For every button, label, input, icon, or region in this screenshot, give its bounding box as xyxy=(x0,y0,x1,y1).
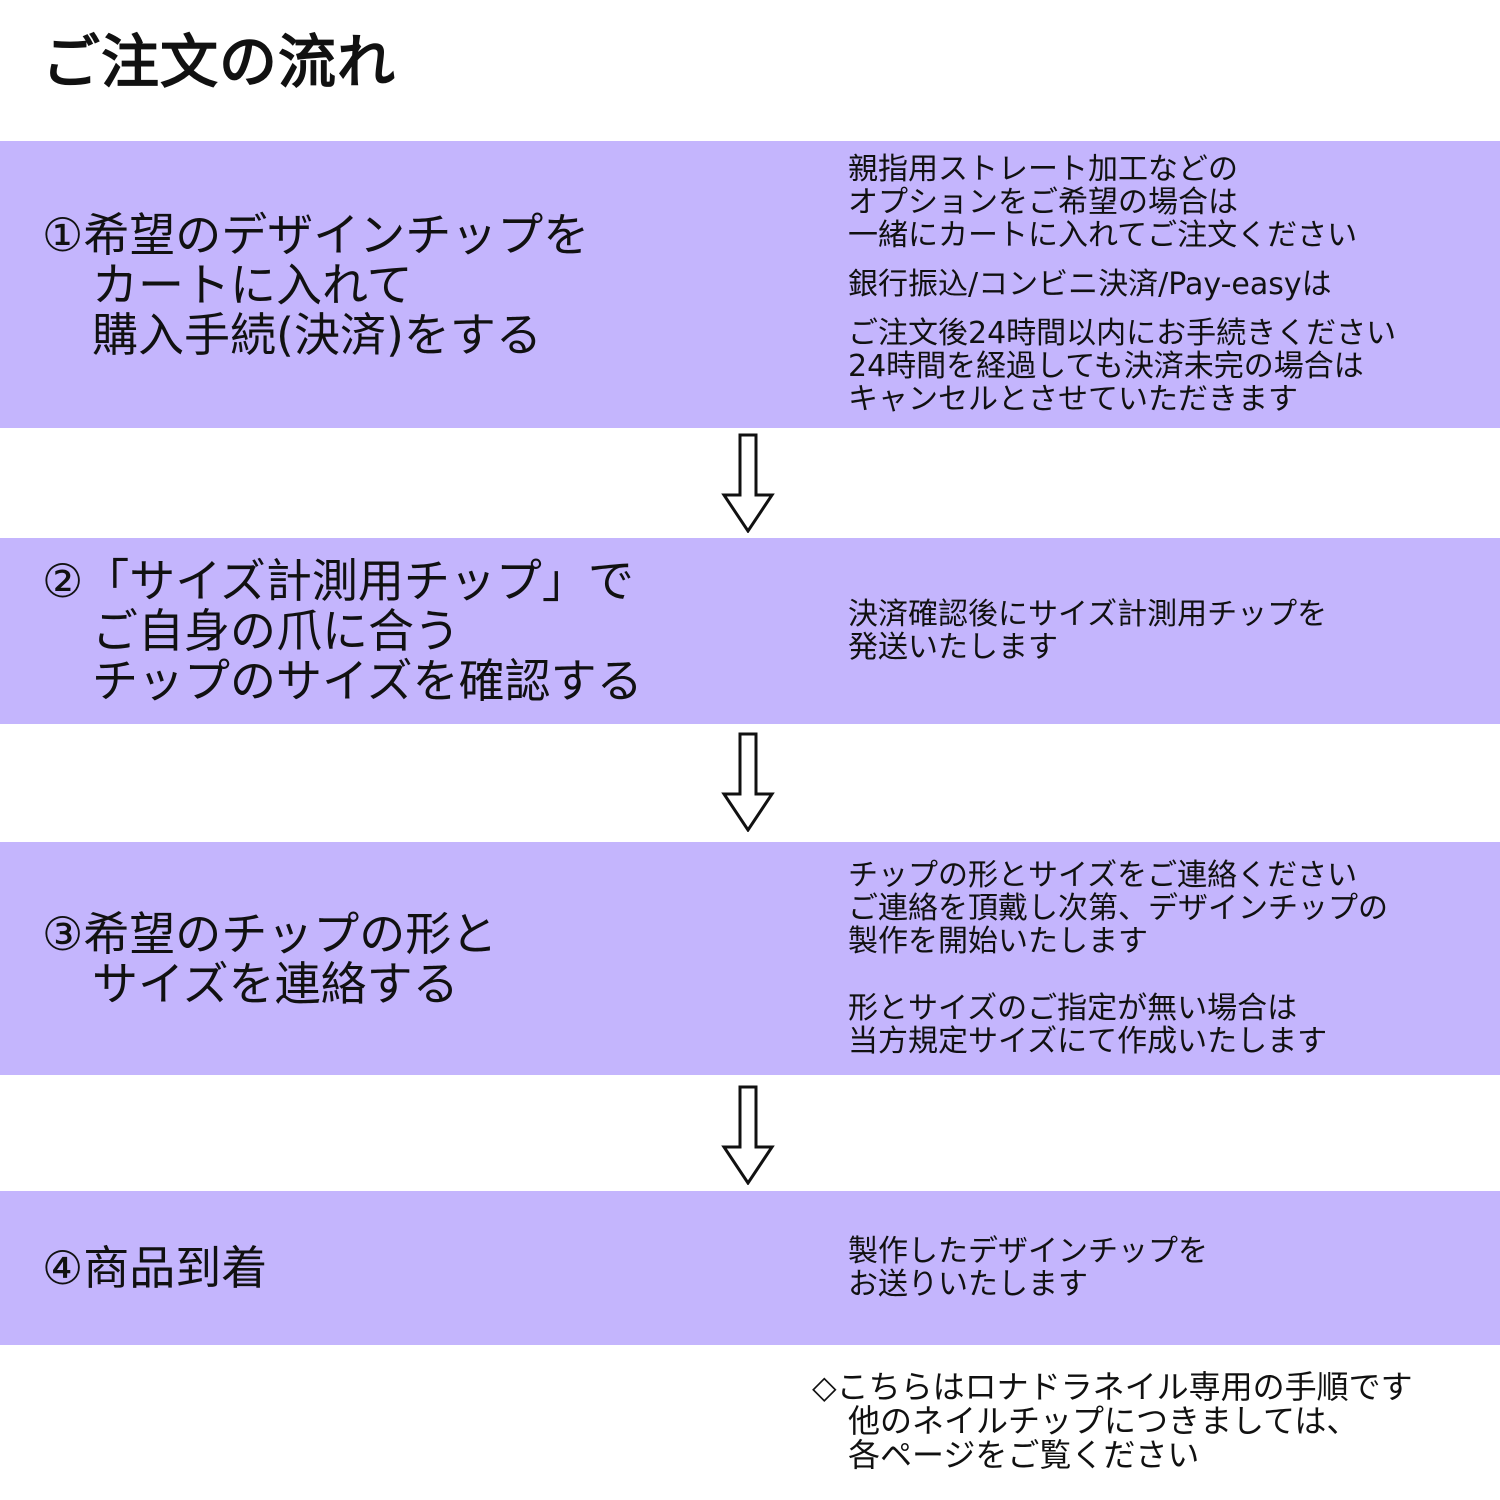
footnote: ◇こちらはロナドラネイル専用の手順です 他のネイルチップにつきましては、 各ペー… xyxy=(812,1370,1492,1472)
note-line: オプションをご希望の場合は xyxy=(848,185,1238,220)
step-1-notes: 親指用ストレート加工などの オプションをご希望の場合は 一緒にカートに入れてご注… xyxy=(848,141,1488,428)
note-line: 一緒にカートに入れてご注文ください xyxy=(848,218,1358,253)
step-4-notes: 製作したデザインチップを お送りいたします xyxy=(848,1191,1488,1345)
step-1-note-options: 親指用ストレート加工などの オプションをご希望の場合は 一緒にカートに入れてご注… xyxy=(848,153,1488,252)
down-arrow-icon xyxy=(721,433,775,533)
step-1-note-payment-methods: 銀行振込/コンビニ決済/Pay-easyは xyxy=(848,268,1488,301)
footnote-line-2: 他のネイルチップにつきましては、 xyxy=(848,1402,1359,1440)
step-3-note-contact: チップの形とサイズをご連絡ください ご連絡を頂戴し次第、デザインチップの 製作を… xyxy=(848,859,1488,958)
down-arrow-icon xyxy=(721,732,775,832)
note-line: 決済確認後にサイズ計測用チップを xyxy=(848,597,1328,632)
note-line: キャンセルとさせていただきます xyxy=(848,382,1298,417)
note-line: 当方規定サイズにて作成いたします xyxy=(848,1024,1328,1059)
step-1-note-deadline: ご注文後24時間以内にお手続きください 24時間を経過しても決済未完の場合は キ… xyxy=(848,317,1488,416)
step-2-heading-line-1: ②「サイズ計測用チップ」で xyxy=(42,554,634,608)
step-3-notes: チップの形とサイズをご連絡ください ご連絡を頂戴し次第、デザインチップの 製作を… xyxy=(848,842,1488,1075)
step-3: ③希望のチップの形と サイズを連絡する チップの形とサイズをご連絡ください ご連… xyxy=(0,842,1500,1075)
step-1-heading: ①希望のデザインチップを カートに入れて 購入手続(決済)をする xyxy=(42,141,802,428)
note-line: 親指用ストレート加工などの xyxy=(848,152,1238,187)
step-3-heading: ③希望のチップの形と サイズを連絡する xyxy=(42,842,802,1075)
note-line: ご注文後24時間以内にお手続きください xyxy=(848,316,1397,351)
note-line: 銀行振込/コンビニ決済/Pay-easyは xyxy=(848,267,1332,302)
step-2-heading-line-2: ご自身の爪に合う xyxy=(92,604,460,658)
step-1-heading-line-1: ①希望のデザインチップを xyxy=(42,207,590,262)
step-3-heading-line-1: ③希望のチップの形と xyxy=(42,906,498,961)
step-2-heading: ②「サイズ計測用チップ」で ご自身の爪に合う チップのサイズを確認する xyxy=(42,538,802,724)
step-3-note-default-size: 形とサイズのご指定が無い場合は 当方規定サイズにて作成いたします xyxy=(848,992,1488,1058)
footnote-line-1: ◇こちらはロナドラネイル専用の手順です xyxy=(812,1368,1413,1406)
step-1-heading-line-2: カートに入れて xyxy=(92,257,413,312)
step-2-note-shipping: 決済確認後にサイズ計測用チップを 発送いたします xyxy=(848,598,1488,664)
note-line: 形とサイズのご指定が無い場合は xyxy=(848,991,1298,1026)
step-1-heading-line-3: 購入手続(決済)をする xyxy=(92,307,542,362)
step-4-heading: ④商品到着 xyxy=(42,1191,802,1345)
step-4: ④商品到着 製作したデザインチップを お送りいたします xyxy=(0,1191,1500,1345)
note-line: 24時間を経過しても決済未完の場合は xyxy=(848,349,1364,384)
page-title: ご注文の流れ xyxy=(42,28,397,96)
note-line: ご連絡を頂戴し次第、デザインチップの xyxy=(848,891,1388,926)
note-line: 製作を開始いたします xyxy=(848,924,1148,959)
down-arrow-icon xyxy=(721,1085,775,1185)
note-line: 発送いたします xyxy=(848,630,1058,665)
note-line: チップの形とサイズをご連絡ください xyxy=(848,858,1358,893)
step-2-heading-line-3: チップのサイズを確認する xyxy=(92,654,643,708)
footnote-line-3: 各ページをご覧ください xyxy=(848,1436,1200,1474)
step-2-notes: 決済確認後にサイズ計測用チップを 発送いたします xyxy=(848,538,1488,724)
note-line: 製作したデザインチップを xyxy=(848,1234,1208,1269)
step-2: ②「サイズ計測用チップ」で ご自身の爪に合う チップのサイズを確認する 決済確認… xyxy=(0,538,1500,724)
step-4-heading-line-1: ④商品到着 xyxy=(42,1241,268,1295)
note-line: お送りいたします xyxy=(848,1267,1088,1302)
step-3-heading-line-2: サイズを連絡する xyxy=(92,956,459,1011)
step-1: ①希望のデザインチップを カートに入れて 購入手続(決済)をする 親指用ストレー… xyxy=(0,141,1500,428)
step-4-note-delivery: 製作したデザインチップを お送りいたします xyxy=(848,1235,1488,1301)
